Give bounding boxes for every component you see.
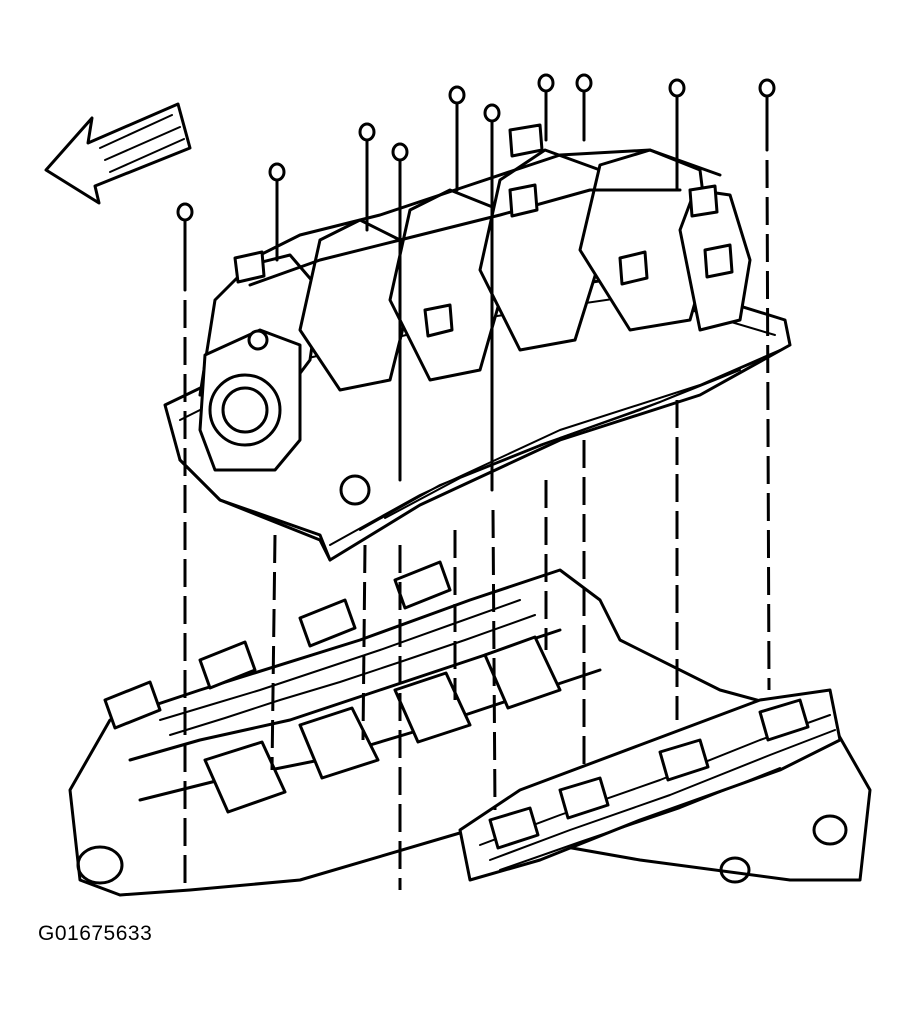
bolt-10 <box>758 78 776 691</box>
bolt-9 <box>668 78 686 720</box>
figure-id-label: G01675633 <box>38 922 153 945</box>
bolt-6 <box>483 103 501 811</box>
direction-arrow <box>44 102 192 205</box>
engine-block <box>68 560 872 897</box>
bolt-1 <box>176 202 194 890</box>
bolt-5 <box>448 85 466 700</box>
bolt-4 <box>391 142 409 890</box>
intake-manifold <box>163 123 792 562</box>
bolt-2 <box>268 162 286 771</box>
bolt-3 <box>358 122 376 741</box>
bolt-7 <box>537 73 555 650</box>
bolt-8 <box>575 73 593 770</box>
